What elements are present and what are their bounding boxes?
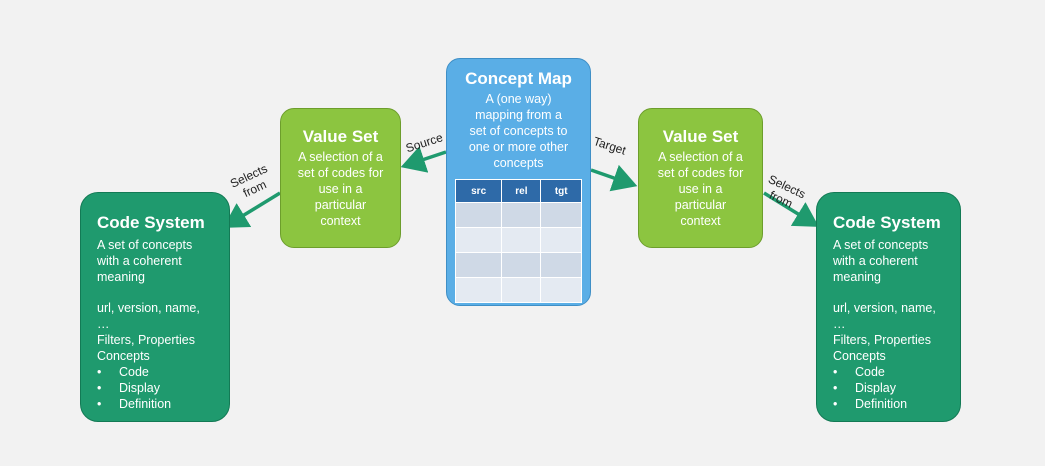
- code-system-desc-1: A set of concepts: [833, 238, 929, 252]
- value-set-desc-2: set of codes for: [657, 166, 744, 180]
- code-system-attr-2: …: [97, 317, 110, 331]
- table-row: [454, 252, 582, 278]
- bullet-item: •Definition: [97, 397, 172, 411]
- value-set-desc-5: context: [320, 214, 361, 228]
- bullet-item: •Code: [833, 365, 885, 379]
- concept-map-desc-5: concepts: [493, 156, 544, 170]
- value-set-desc-3: use in a: [678, 182, 723, 196]
- code-system-desc-2: with a coherent: [97, 254, 182, 268]
- code-system-attr-2: …: [833, 317, 846, 331]
- code-system-attr-4: Concepts: [97, 349, 150, 363]
- arrow-vs-right-to-cs-right: [763, 191, 819, 227]
- concept-map-desc-3: set of concepts to: [469, 124, 568, 138]
- bullet-item: •Definition: [833, 397, 908, 411]
- code-system-right: Code System A set of concepts with a coh…: [816, 192, 961, 422]
- arrow-cm-to-vs-right: [590, 164, 638, 192]
- code-system-desc-3: meaning: [833, 270, 881, 284]
- concept-map-title: Concept Map: [465, 69, 572, 88]
- value-set-desc-2: set of codes for: [297, 166, 384, 180]
- table-row: [454, 202, 582, 228]
- value-set-desc-4: particular: [314, 198, 367, 212]
- mapping-table: src rel tgt: [454, 179, 582, 303]
- table-row: [454, 227, 582, 253]
- concept-map-desc-2: mapping from a: [475, 108, 562, 122]
- mapping-header-tgt: tgt: [540, 179, 582, 203]
- code-system-desc-3: meaning: [97, 270, 145, 284]
- code-system-title: Code System: [833, 213, 941, 232]
- code-system-bullets: •Code •Display •Definition: [81, 364, 229, 412]
- code-system-attr-3: Filters, Properties: [97, 333, 195, 347]
- code-system-attr-4: Concepts: [833, 349, 886, 363]
- value-set-desc-3: use in a: [318, 182, 363, 196]
- code-system-bullets: •Code •Display •Definition: [817, 364, 960, 412]
- bullet-item: •Display: [833, 381, 896, 395]
- value-set-desc-1: A selection of a: [658, 150, 743, 164]
- table-row: [454, 277, 582, 303]
- value-set-desc-5: context: [680, 214, 721, 228]
- bullet-item: •Code: [97, 365, 149, 379]
- value-set-title: Value Set: [662, 127, 739, 146]
- code-system-desc-2: with a coherent: [833, 254, 918, 268]
- code-system-title: Code System: [97, 213, 205, 232]
- arrow-cm-to-vs-left: [400, 146, 447, 173]
- concept-map-desc-4: one or more other: [468, 140, 569, 154]
- code-system-attr-3: Filters, Properties: [833, 333, 931, 347]
- concept-map: Concept Map A (one way) mapping from a s…: [446, 58, 591, 306]
- code-system-left: Code System A set of concepts with a coh…: [80, 192, 230, 422]
- code-system-attr-1: url, version, name,: [833, 301, 936, 315]
- value-set-desc-4: particular: [674, 198, 727, 212]
- value-set-right: Value Set A selection of a set of codes …: [638, 108, 763, 248]
- bullet-item: •Display: [97, 381, 160, 395]
- mapping-header-rel: rel: [501, 179, 542, 203]
- code-system-desc-1: A set of concepts: [97, 238, 193, 252]
- mapping-header-src: src: [454, 179, 503, 203]
- value-set-title: Value Set: [302, 127, 379, 146]
- arrow-vs-left-to-cs-left: [223, 191, 281, 228]
- value-set-desc-1: A selection of a: [298, 150, 383, 164]
- concept-map-desc-1: A (one way): [485, 92, 552, 106]
- value-set-left: Value Set A selection of a set of codes …: [280, 108, 401, 248]
- code-system-attr-1: url, version, name,: [97, 301, 200, 315]
